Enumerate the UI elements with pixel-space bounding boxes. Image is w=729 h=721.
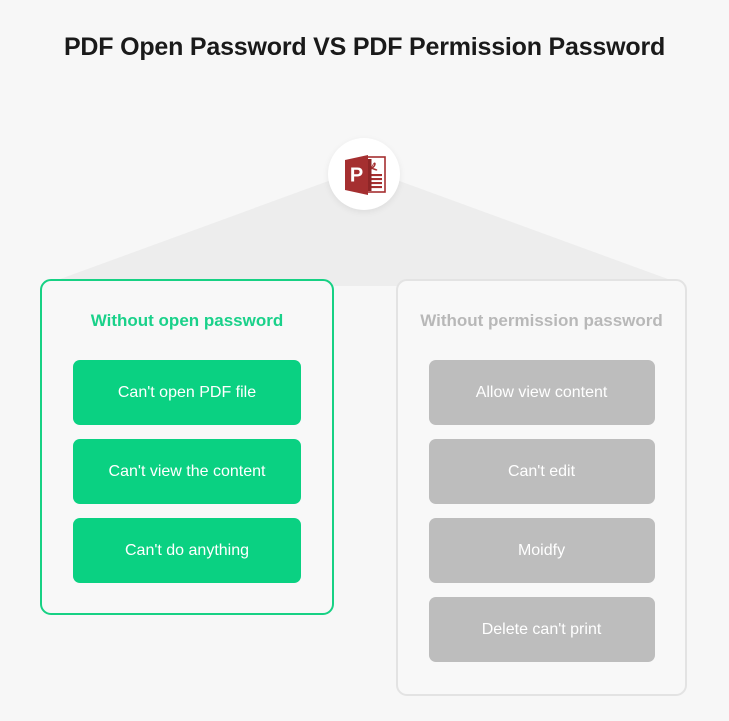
list-item[interactable]: Can't edit — [428, 439, 655, 504]
svg-text:P: P — [350, 165, 363, 187]
list-item[interactable]: Can't do anything — [73, 518, 301, 583]
left-card-heading: Without open password — [90, 311, 284, 330]
funnel-shape — [41, 168, 687, 286]
page-title: PDF Open Password VS PDF Permission Pass… — [63, 33, 666, 61]
list-item[interactable]: Moidfy — [428, 518, 655, 583]
card-without-permission-password: Without permission password Allow view c… — [396, 279, 687, 696]
list-item[interactable]: Can't open PDF file — [73, 360, 301, 425]
pdf-file-icon: P — [345, 155, 386, 195]
right-card-item-list: Allow view content Can't edit Moidfy Del… — [398, 360, 685, 676]
left-card-item-list: Can't open PDF file Can't view the conte… — [42, 360, 332, 597]
list-item[interactable]: Delete can't print — [428, 597, 655, 662]
right-card-heading: Without permission password — [420, 311, 663, 330]
list-item[interactable]: Can't view the content — [73, 439, 301, 504]
pdf-icon-circle: P — [328, 138, 400, 210]
card-without-open-password: Without open password Can't open PDF fil… — [40, 279, 334, 615]
list-item[interactable]: Allow view content — [428, 360, 655, 425]
